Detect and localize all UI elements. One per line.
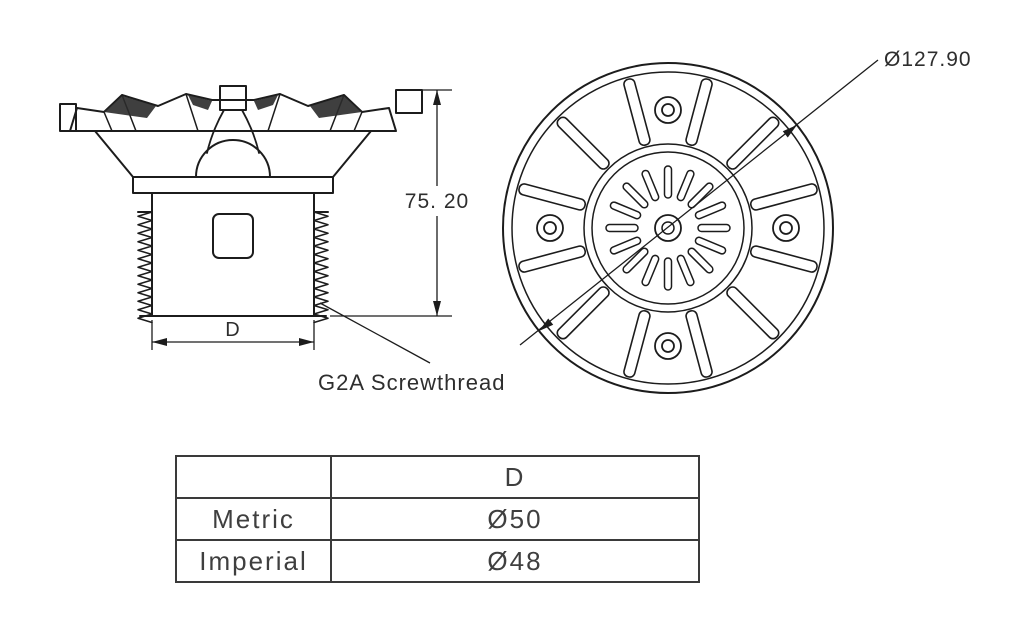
table-header-d-cell: D bbox=[330, 455, 700, 499]
spokes bbox=[518, 78, 818, 378]
cap-left-tab bbox=[59, 103, 77, 132]
height-extension-lines bbox=[330, 89, 452, 317]
table-header-empty-cell bbox=[175, 455, 332, 499]
height-dim-label: 75. 20 bbox=[405, 190, 469, 213]
flange bbox=[132, 176, 334, 194]
thread-note-label: G2A Screwthread bbox=[318, 370, 505, 395]
body-edges bbox=[137, 192, 329, 317]
hub-outer-circle bbox=[654, 214, 682, 242]
screw-bosses bbox=[536, 96, 800, 360]
grille-edge-circle bbox=[591, 151, 745, 305]
inner-rim-circle bbox=[511, 71, 825, 385]
hub-inner-circle bbox=[661, 221, 675, 235]
thread-leader-line bbox=[319, 302, 431, 364]
thread-right bbox=[313, 211, 329, 324]
side-view bbox=[59, 85, 423, 324]
imperial-value-cell: Ø48 bbox=[330, 539, 700, 583]
side-view-dimensions bbox=[151, 89, 452, 364]
dome-arc bbox=[195, 139, 271, 178]
top-view bbox=[502, 62, 834, 394]
dimension-table: D Metric Ø50 Imperial Ø48 bbox=[175, 455, 700, 583]
cap-outline bbox=[69, 93, 397, 132]
top-view-dimension bbox=[519, 59, 879, 346]
body-inner-hub bbox=[212, 213, 254, 259]
diameter-dim-label: Ø127.90 bbox=[884, 48, 972, 71]
table-row-metric: Metric Ø50 bbox=[175, 497, 700, 541]
cap-shoulders bbox=[94, 130, 372, 178]
spoke-base-circle bbox=[583, 143, 753, 313]
cap-right-tab bbox=[395, 89, 423, 114]
metric-label-cell: Metric bbox=[175, 497, 332, 541]
cap-rib-fills bbox=[104, 95, 362, 118]
imperial-label-cell: Imperial bbox=[175, 539, 332, 583]
table-row-imperial: Imperial Ø48 bbox=[175, 539, 700, 583]
width-dim-label: D bbox=[225, 319, 240, 341]
width-extension-lines bbox=[151, 320, 315, 350]
table-header-row: D bbox=[175, 455, 700, 499]
diameter-dim-line bbox=[519, 59, 879, 346]
metric-value-cell: Ø50 bbox=[330, 497, 700, 541]
dimension-arrowheads bbox=[152, 90, 797, 346]
technical-drawing: 75. 20 D G2A Screwthread Ø127.90 bbox=[59, 48, 972, 395]
outer-rim-circle bbox=[502, 62, 834, 394]
grille-slots bbox=[605, 165, 731, 291]
center-knob bbox=[219, 85, 247, 111]
thread-left bbox=[137, 211, 153, 324]
